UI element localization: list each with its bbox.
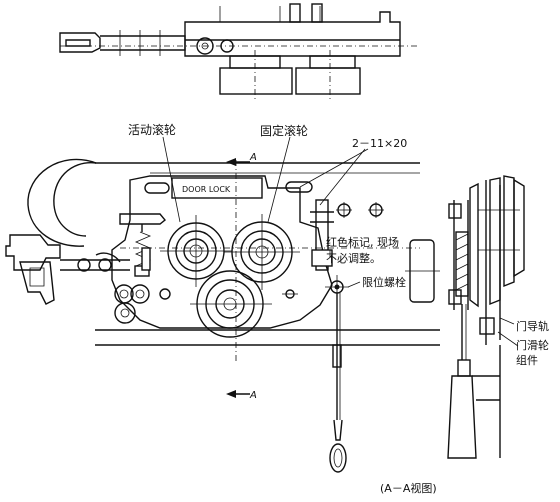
main-elevation-view	[5, 158, 440, 473]
leader-lines	[162, 136, 519, 347]
labels: 活动滚轮 固定滚轮 2－11×20 DOOR LOCK 红色标记, 现场 不必调…	[128, 122, 549, 495]
bolt-spec-label: 2－11×20	[352, 137, 407, 150]
door-pulley-label-line1: 门滑轮	[516, 338, 549, 352]
door-rail-label: 门导轨	[516, 319, 549, 333]
door-pulley-label-line2: 组件	[516, 353, 538, 367]
active-roller-label: 活动滚轮	[128, 122, 176, 137]
section-arrow-bottom-label: A	[249, 390, 257, 401]
limit-bolt-label: 限位螺栓	[362, 275, 406, 289]
red-mark-label-line1: 红色标记, 现场	[326, 235, 399, 249]
door-lock-label: DOOR LOCK	[182, 185, 231, 194]
section-arrow-top-label: A	[249, 152, 257, 163]
top-plan-view	[59, 3, 420, 100]
side-view-a-a	[447, 175, 525, 459]
red-mark-label-line2: 不必调整。	[326, 251, 381, 265]
fixed-roller-label: 固定滚轮	[260, 123, 308, 138]
view-caption: (A－A视图)	[380, 481, 437, 495]
